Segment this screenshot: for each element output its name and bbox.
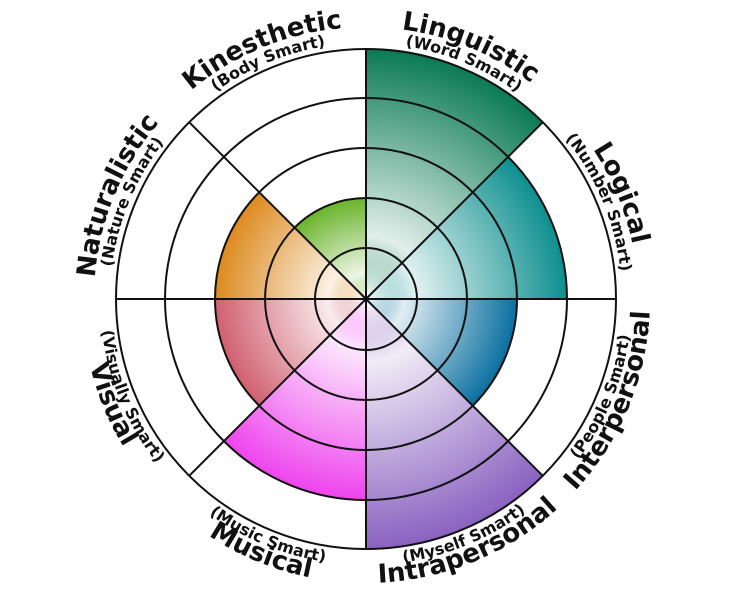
wedge-interpersonal <box>366 299 517 406</box>
wedge-logical <box>366 156 567 299</box>
wedge-linguistic <box>366 49 543 299</box>
spoke-5 <box>188 298 367 477</box>
spoke-7 <box>188 121 367 300</box>
wedge-intrapersonal <box>366 299 543 549</box>
wheel-grid <box>115 48 617 550</box>
level-wedges <box>215 49 567 549</box>
wedge-kinesthetic <box>294 198 366 299</box>
spoke-1 <box>365 121 544 300</box>
wedge-visual <box>215 299 366 406</box>
spoke-3 <box>365 298 544 477</box>
wedge-musical <box>223 299 366 500</box>
wedge-naturalistic <box>215 192 366 299</box>
